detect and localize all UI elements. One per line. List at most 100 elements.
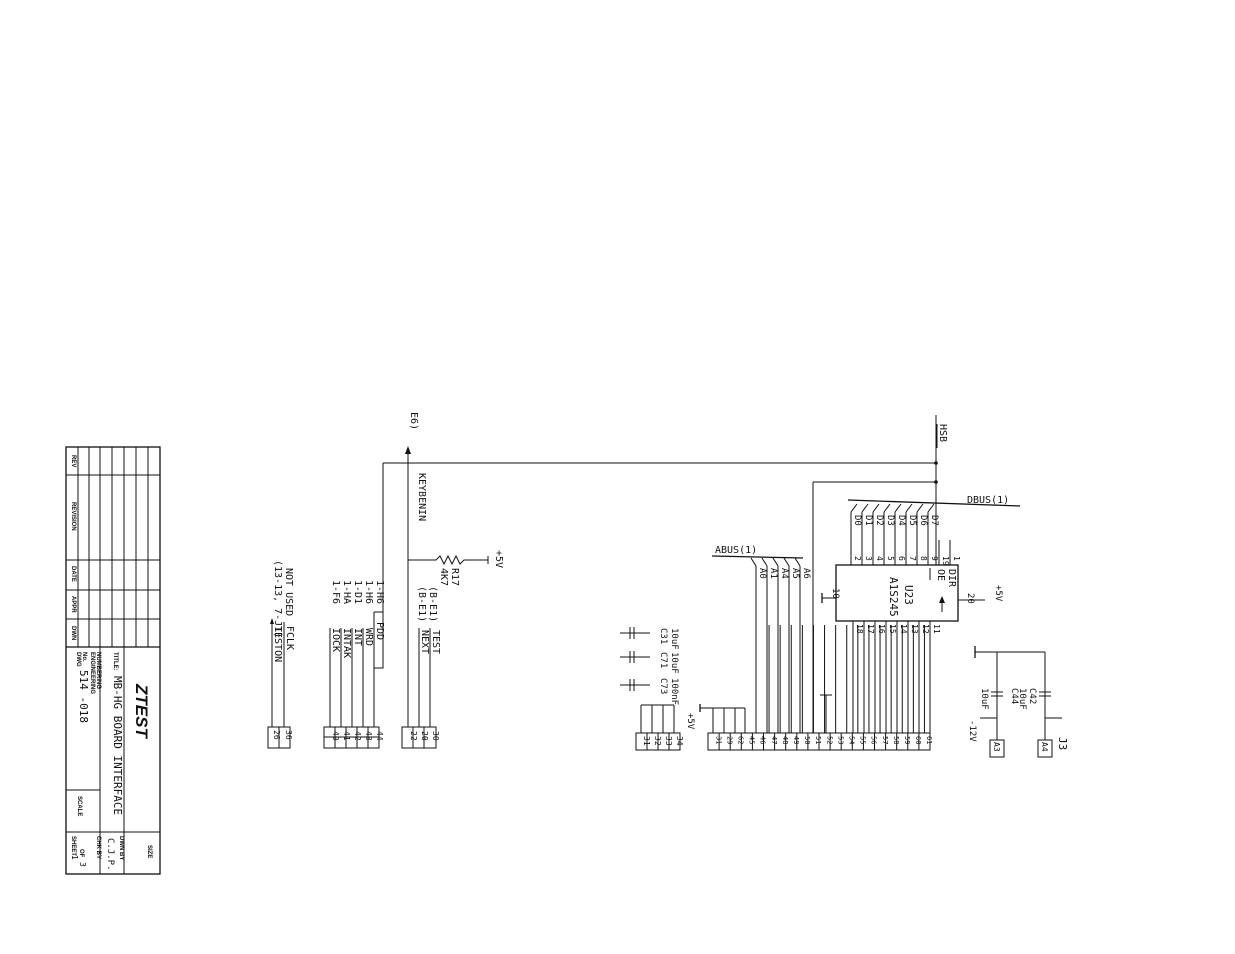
pin-label: 61 [925,736,933,744]
signal-test: TEST [430,630,441,654]
connector-block [401,726,437,749]
pin-label: 19 [941,556,950,566]
wire [883,503,891,513]
resistor-ref: R17 [449,568,460,586]
pin-label: 52 [825,736,833,744]
bus-signal-label: A1 [768,568,778,579]
pin-label: 62 [737,736,745,744]
of-label: OF [78,849,84,858]
size-label: SIZE [146,845,152,858]
pin-label: 50 [803,736,811,744]
bus-signal-label: D3 [885,515,895,526]
bus-signal-label: A6 [801,568,811,579]
pin-label: 57 [881,736,889,744]
j3-ref: J3 [1056,737,1069,750]
wire [905,503,913,513]
pin-label: 7 [908,556,917,561]
u23-chip: U23 A1S245 DIR OE 20 +5V 10 119987654321… [821,540,1003,733]
pin-label: 33 [664,736,673,746]
pin-label: 5 [886,556,895,561]
group-keybenin: E6) KEYBENIN R17 4K7 +5V (B-E1) (B-E1) T… [382,412,937,749]
pin-label: 2 [853,556,862,561]
numbering-label: NUMBERING [95,652,101,689]
pin-label: 58 [892,736,900,744]
cap-ref: C31 [658,628,668,644]
capacitor-icon [620,627,650,639]
ref-label: 1-H6 [374,580,385,604]
pin-label: 10 [830,588,840,599]
signal-pdd: PDD [374,622,385,640]
pin-label: 43 [364,731,373,741]
pin-label: 44 [375,731,384,741]
pin-label: 17 [866,624,875,634]
label-e6: E6) [408,412,419,430]
group-decoupling-caps: 10uF 10uF 100nF C31 C71 C73 +5V 34 33 32… [620,627,695,751]
wire [861,503,869,513]
pin-label: 32 [653,736,662,746]
dbus-label: DBUS(1) [967,495,1009,506]
wire [916,503,924,513]
pin-label: 26 [272,730,281,740]
appr-header: APPR [70,596,76,613]
pin-label: 9 [930,556,939,561]
arrow-icon [405,446,411,454]
pin-label: 46 [759,736,767,744]
hsb-group: HSB [812,415,948,733]
signal-hsb: HSB [937,424,948,442]
pin-label: 1 [952,556,961,561]
company-logo: ZTEST [132,683,151,739]
pin-label: 31 [642,736,651,746]
bus-signal-label: D4 [896,515,906,526]
supply-plus5: +5V [493,550,504,568]
wire [894,503,902,513]
cap-value: 100nF [669,678,679,705]
supply-plus5: +5V [993,585,1003,602]
wire [850,503,858,513]
pin-label: 55 [859,736,867,744]
sheet-label: SHEET [70,836,76,856]
cap-ref: C73 [658,678,668,694]
bus-signal-label: D6 [918,515,928,526]
bus-signal-label: A5 [790,568,800,579]
dwn-by-label: DWN BY [118,836,124,860]
revision-header: REVISION [70,502,76,531]
abus-label: ABUS(1) [715,545,757,556]
bus-signal-label: A0 [757,568,767,579]
pin-label: 60 [914,736,922,744]
scale-label: SCALE [76,796,82,816]
pin-label: 49 [792,736,800,744]
u23-part: A1S245 [887,577,900,617]
drawing-title: MB-HG BOARD INTERFACE [111,676,124,815]
pin-label: 29 [725,736,733,744]
wire [794,557,801,567]
pin-label: A4 [1040,742,1049,752]
signal-teston: TESTON [272,626,283,662]
cap-value: 10uF [1017,688,1027,710]
rev-header: REV [70,455,76,467]
pin-label: 6 [897,556,906,561]
pin-label: 13 [910,624,919,634]
cap-value: 10uF [979,688,989,710]
wire [761,557,768,567]
pin-label: 45 [748,736,756,744]
bus-signal-label: A4 [779,568,789,579]
pin-label: 8 [919,556,928,561]
pin-label: 36 [284,730,293,740]
pin-label: 56 [870,736,878,744]
capacitor-icon [620,651,650,663]
ref-label: (B-E1) [416,586,427,622]
pin-label: 31 [714,736,722,744]
pin-label: 15 [888,624,897,634]
dwg-number: 514 -018 [77,670,90,723]
bus-signal-label: D2 [874,515,884,526]
ref-label: 1-H6 [363,580,374,604]
title-prefix: TITLE: [112,652,118,671]
ref-label: (B-E1) [427,586,438,622]
pin-label: 51 [814,736,822,744]
pin-label: 34 [675,736,684,746]
dwg-label: DWG [75,652,81,667]
pin-label: 16 [877,624,886,634]
